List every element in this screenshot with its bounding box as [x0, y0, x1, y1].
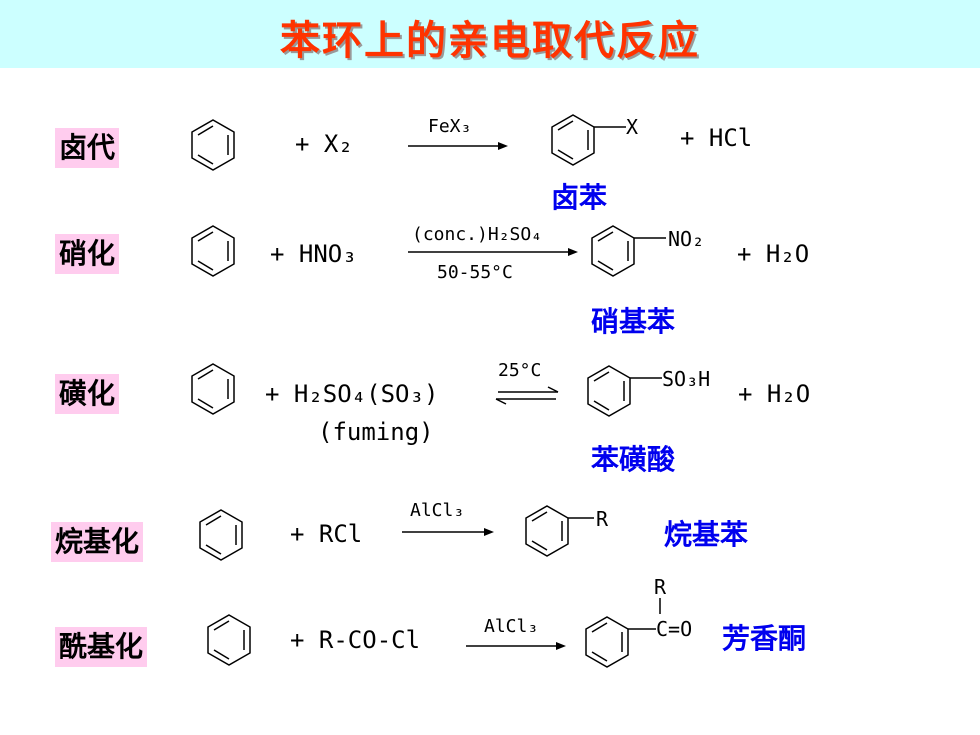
- byproduct: + H₂O: [738, 380, 811, 408]
- substituent: NO₂: [668, 227, 705, 251]
- benzene-ring-icon: [587, 365, 662, 417]
- product-name: 硝基苯: [591, 305, 676, 338]
- benzene-ring-icon: [199, 509, 243, 561]
- benzene-ring-icon: [525, 505, 594, 557]
- reagent: + H₂SO₄(SO₃): [265, 380, 439, 408]
- substituent-top: R: [654, 575, 667, 599]
- reagent-note: (fuming): [318, 418, 434, 446]
- catalyst: AlCl₃: [484, 616, 539, 637]
- bond-line: [659, 598, 661, 614]
- product-name: 苯磺酸: [591, 443, 676, 476]
- byproduct: + H₂O: [737, 240, 810, 268]
- reaction-label: 烷基化: [51, 522, 144, 562]
- benzene-ring-icon: [551, 114, 626, 166]
- reaction-label: 硝化: [55, 234, 120, 274]
- catalyst: (conc.)H₂SO₄: [412, 224, 543, 245]
- benzene-ring-icon: [591, 225, 666, 277]
- benzene-ring-icon: [191, 363, 235, 415]
- benzene-ring-icon: [585, 616, 656, 668]
- reaction-arrow-icon: [408, 248, 578, 256]
- reagent: + R-CO-Cl: [290, 626, 421, 654]
- equilibrium-arrow-icon: [495, 386, 559, 405]
- reaction-arrow-icon: [408, 142, 508, 150]
- reaction-label: 酰基化: [55, 627, 148, 667]
- product-name: 卤苯: [551, 181, 608, 214]
- reaction-arrow-icon: [402, 528, 494, 536]
- page-title: 苯环上的亲电取代反应: [280, 18, 700, 64]
- product-name: 烷基苯: [664, 518, 749, 551]
- byproduct: + HCl: [680, 124, 753, 152]
- reagent: + X₂: [295, 130, 353, 158]
- condition: 50-55°C: [437, 262, 513, 283]
- reaction-label: 磺化: [55, 374, 120, 414]
- catalyst: AlCl₃: [410, 500, 465, 521]
- substituent: C=O: [656, 617, 693, 641]
- catalyst: 25°C: [498, 360, 542, 381]
- title-bar: [0, 0, 980, 68]
- product-name: 芳香酮: [722, 622, 807, 655]
- benzene-ring-icon: [207, 614, 251, 666]
- benzene-ring-icon: [191, 119, 235, 171]
- catalyst: FeX₃: [428, 116, 472, 137]
- reagent: + RCl: [290, 520, 363, 548]
- reagent: + HNO₃: [270, 240, 357, 268]
- reaction-label: 卤代: [55, 128, 120, 168]
- substituent: R: [596, 507, 609, 531]
- substituent: X: [626, 115, 639, 139]
- substituent: SO₃H: [662, 367, 711, 391]
- reaction-arrow-icon: [466, 642, 566, 650]
- benzene-ring-icon: [191, 225, 235, 277]
